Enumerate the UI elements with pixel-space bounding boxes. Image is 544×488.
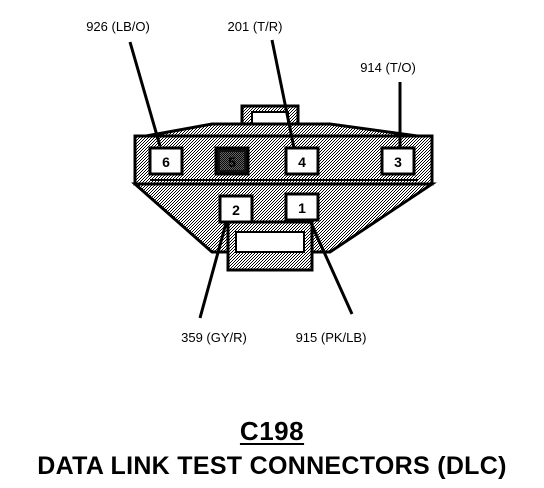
connector-description: DATA LINK TEST CONNECTORS (DLC): [37, 452, 507, 480]
pin-1: 1: [284, 192, 320, 222]
pin-number: 5: [228, 154, 236, 170]
wire-pin-2: [198, 215, 230, 319]
pin-number: 3: [394, 154, 402, 170]
pin-number: 4: [298, 154, 306, 170]
wire-pin-4: [270, 39, 296, 149]
wire-pin-6: [128, 41, 162, 147]
pin-6: 6: [148, 146, 184, 176]
pin-2: 2: [218, 194, 254, 224]
pin-3: 3: [380, 146, 416, 176]
connector-id: C198: [239, 416, 305, 446]
wire-label-pin-6: 926 (LB/O): [86, 19, 150, 34]
pin-5: 5: [214, 146, 250, 176]
wire-label-pin-3: 914 (T/O): [360, 60, 416, 75]
pin-number: 6: [162, 154, 170, 170]
pin-4: 4: [284, 146, 320, 176]
wire-label-pin-4: 201 (T/R): [228, 19, 283, 34]
pin-number: 1: [298, 200, 306, 216]
connector-body: [131, 104, 437, 272]
wire-label-pin-2: 359 (GY/R): [181, 330, 247, 345]
wire-pin-1: [304, 211, 354, 315]
pin-number: 2: [232, 202, 240, 218]
wires: [128, 39, 402, 319]
wire-label-pin-1: 915 (PK/LB): [296, 330, 367, 345]
